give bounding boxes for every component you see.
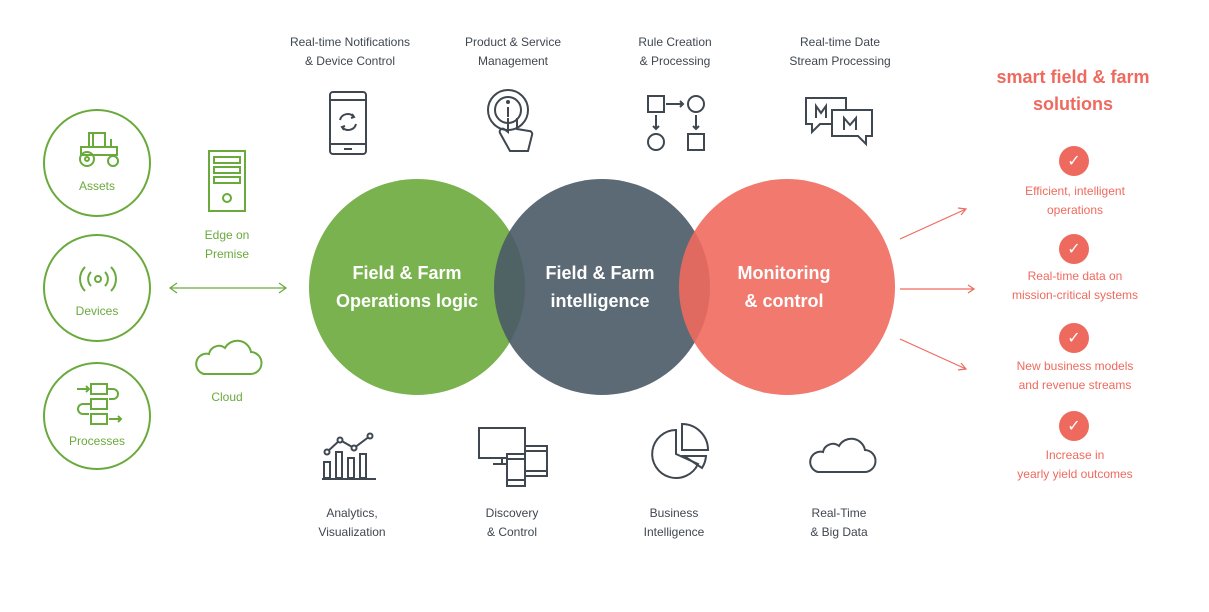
solutions-title-line2: solutions <box>1033 94 1113 114</box>
top-item-rule-line2: & Processing <box>639 54 711 68</box>
solution-arrows <box>899 207 976 371</box>
arrow-up <box>899 208 967 240</box>
assets-circle: Assets <box>43 109 151 217</box>
venn-monitoring-text: Monitoring & control <box>694 259 874 315</box>
solution-item-realtime-line1: Real-time data on <box>1027 269 1123 283</box>
top-item-rule-label: Rule Creation & Processing <box>600 33 750 71</box>
venn-operations-line1: Field & Farm <box>352 263 462 283</box>
processes-circle: Processes <box>43 362 151 470</box>
devices-icon <box>478 427 548 487</box>
bottom-item-bigdata-line1: Real-Time <box>811 506 867 520</box>
top-item-product-line1: Product & Service <box>464 35 562 49</box>
bottom-item-analytics-line1: Analytics, <box>326 506 378 520</box>
venn-monitoring-line2: & control <box>744 291 824 311</box>
bottom-item-discovery-line2: & Control <box>486 525 538 539</box>
assets-label: Assets <box>78 179 115 193</box>
bottom-item-discovery-line1: Discovery <box>485 506 539 520</box>
bottom-item-discovery-label: Discovery & Control <box>452 504 572 542</box>
top-item-notifications-label: Real-time Notifications & Device Control <box>275 33 425 71</box>
devices-label: Devices <box>75 304 119 318</box>
check-icon: ✓ <box>1059 411 1089 441</box>
venn-circle-intelligence <box>494 179 710 395</box>
bottom-item-business-line2: Intelligence <box>643 525 705 539</box>
bottom-item-analytics-label: Analytics, Visualization <box>292 504 412 542</box>
venn-operations-line2: Operations logic <box>335 291 479 311</box>
venn-operations-text: Field & Farm Operations logic <box>317 259 497 315</box>
solutions-title: smart field & farm solutions <box>985 64 1161 118</box>
edge-line1: Edge on <box>204 228 250 242</box>
check-icon: ✓ <box>1059 234 1089 264</box>
bottom-item-business-label: Business Intelligence <box>614 504 734 542</box>
venn-intelligence-line2: intelligence <box>550 291 650 311</box>
smartphone-icon <box>329 91 367 155</box>
check-icon: ✓ <box>1059 323 1089 353</box>
message-bubbles-icon <box>805 97 873 147</box>
top-item-notifications-line2: & Device Control <box>304 54 396 68</box>
cloud-label: Cloud <box>211 390 243 404</box>
pie-chart-icon <box>651 422 710 479</box>
venn-circle-monitoring <box>679 179 895 395</box>
bottom-item-bigdata-label: Real-Time & Big Data <box>779 504 899 542</box>
solution-item-business: New business models and revenue streams <box>985 357 1165 395</box>
bidirectional-arrow <box>168 282 288 294</box>
rule-flow-icon <box>647 95 705 151</box>
arrow-down <box>899 338 967 370</box>
top-item-stream-line2: Stream Processing <box>789 54 891 68</box>
solution-item-efficient-line1: Efficient, intelligent <box>1025 184 1125 198</box>
top-item-stream-line1: Real-time Date <box>799 35 881 49</box>
check-icon: ✓ <box>1059 146 1089 176</box>
tractor-icon <box>79 132 119 167</box>
cloud-outline-icon <box>809 437 877 474</box>
solutions-title-line1: smart field & farm <box>996 67 1150 87</box>
solution-item-realtime: Real-time data on mission-critical syste… <box>985 267 1165 305</box>
edge-line2: Premise <box>204 247 249 261</box>
venn-intelligence-line1: Field & Farm <box>545 263 655 283</box>
cloud-icon <box>195 339 263 376</box>
solution-item-yield-line2: yearly yield outcomes <box>1017 467 1133 481</box>
processes-label: Processes <box>68 434 126 448</box>
top-item-notifications-line1: Real-time Notifications <box>289 35 411 49</box>
venn-circle-operations <box>309 179 525 395</box>
bottom-item-analytics-line2: Visualization <box>318 525 386 539</box>
solution-item-business-line2: and revenue streams <box>1018 378 1132 392</box>
venn-intelligence-text: Field & Farm intelligence <box>510 259 690 315</box>
touch-info-icon <box>487 89 534 152</box>
solution-item-business-line1: New business models <box>1016 359 1134 373</box>
venn-monitoring-line1: Monitoring <box>737 263 831 283</box>
solution-item-yield: Increase in yearly yield outcomes <box>985 446 1165 484</box>
solution-item-yield-line1: Increase in <box>1045 448 1105 462</box>
top-item-stream-label: Real-time Date Stream Processing <box>765 33 915 71</box>
edge-label: Edge on Premise <box>187 226 267 264</box>
bottom-item-business-line1: Business <box>649 506 699 520</box>
server-icon <box>208 150 246 212</box>
solution-item-efficient-line2: operations <box>1046 203 1104 217</box>
process-flow-icon <box>77 383 123 425</box>
top-item-product-label: Product & Service Management <box>438 33 588 71</box>
top-item-product-line2: Management <box>477 54 549 68</box>
solution-item-realtime-line2: mission-critical systems <box>1011 288 1138 302</box>
bottom-item-bigdata-line2: & Big Data <box>810 525 868 539</box>
top-item-rule-line1: Rule Creation <box>638 35 712 49</box>
venn-diagram <box>309 179 895 395</box>
analytics-chart-icon <box>322 432 376 480</box>
devices-circle: Devices <box>43 234 151 342</box>
signal-device-icon <box>79 266 117 292</box>
solution-item-efficient: Efficient, intelligent operations <box>985 182 1165 220</box>
